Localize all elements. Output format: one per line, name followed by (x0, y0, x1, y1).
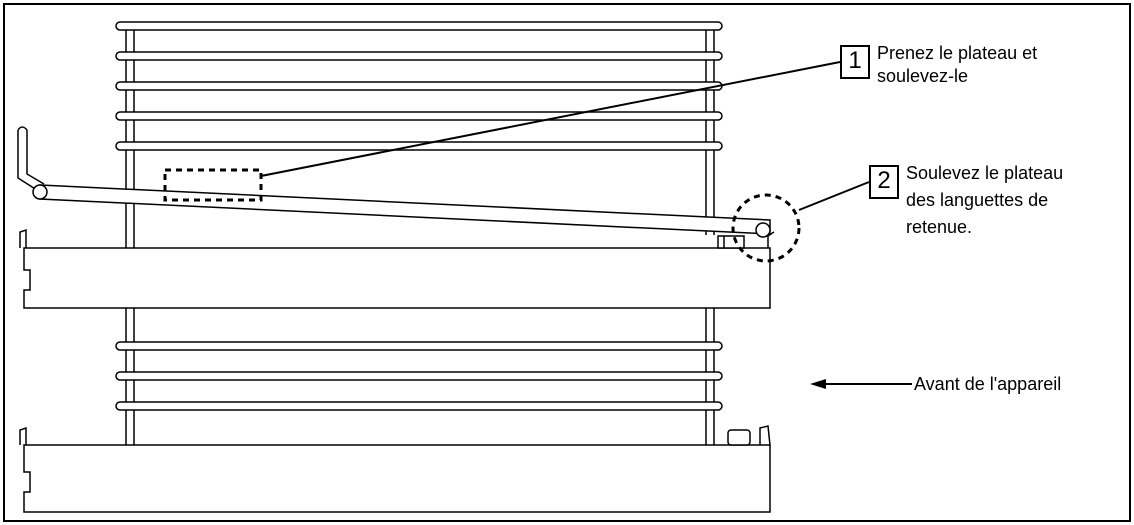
front-arrow (810, 379, 912, 389)
upper-wire-rods (115, 21, 723, 151)
front-of-appliance-label: Avant de l'appareil (914, 374, 1062, 394)
callout-2-dashed-circle (731, 193, 801, 263)
callout-2-leader-line (798, 181, 870, 211)
upper-slide-panel (19, 228, 775, 309)
callout-1-leader-line (260, 61, 841, 177)
lower-slide-panel (19, 425, 771, 513)
callout-2-number: 2 (869, 165, 899, 199)
callout-2-text-line-1: Soulevez le plateau (906, 163, 1064, 183)
callout-2-text-line-2: des languettes de (906, 190, 1049, 210)
callout-1-text-line-1: Prenez le plateau et (877, 43, 1038, 63)
lower-wire-rods (115, 341, 723, 411)
callout-1-dashed-box (163, 168, 263, 202)
callout-1-text-line-2: soulevez-le (877, 66, 969, 86)
callout-2-text-line-3: retenue. (906, 217, 973, 237)
diagram-border (3, 3, 1131, 522)
callout-1-number: 1 (840, 45, 870, 79)
rack-rails (125, 26, 715, 445)
